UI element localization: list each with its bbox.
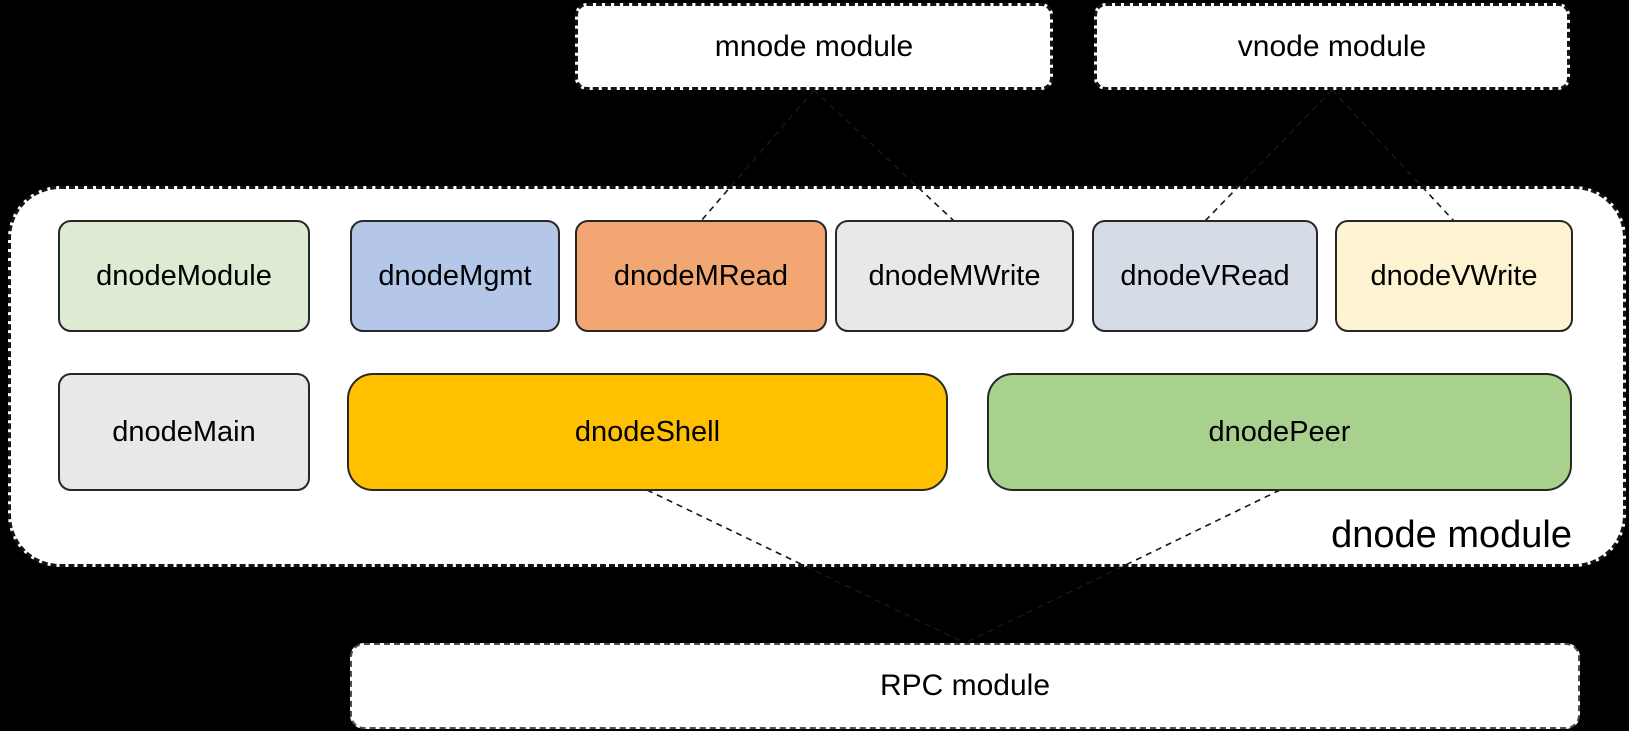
vnode-module-box: vnode module (1094, 3, 1570, 90)
box-label: dnodePeer (1208, 415, 1351, 448)
box-label: dnodeMain (112, 415, 256, 448)
box-dnodevread: dnodeVRead (1092, 220, 1318, 332)
box-label: dnodeMRead (613, 259, 789, 292)
rpc-module-label: RPC module (879, 669, 1051, 702)
box-dnodemread: dnodeMRead (575, 220, 827, 332)
mnode-module-label: mnode module (714, 29, 914, 63)
box-label: dnodeMgmt (378, 259, 532, 292)
box-label: dnodeModule (96, 259, 272, 292)
box-label: dnodeShell (574, 415, 721, 448)
box-dnodemwrite: dnodeMWrite (835, 220, 1074, 332)
rpc-module-box: RPC module (350, 643, 1580, 729)
box-dnodeshell: dnodeShell (347, 373, 948, 491)
vnode-module-label: vnode module (1237, 29, 1427, 63)
box-dnodepeer: dnodePeer (987, 373, 1572, 491)
box-label: dnodeVRead (1120, 259, 1290, 292)
mnode-module-box: mnode module (575, 3, 1053, 90)
box-dnodemain: dnodeMain (58, 373, 310, 491)
box-label: dnodeMWrite (868, 259, 1041, 292)
box-dnodemodule: dnodeModule (58, 220, 310, 332)
dnode-module-caption: dnode module (1331, 514, 1572, 556)
box-label: dnodeVWrite (1370, 259, 1538, 292)
box-dnodemgmt: dnodeMgmt (350, 220, 560, 332)
box-dnodevwrite: dnodeVWrite (1335, 220, 1573, 332)
